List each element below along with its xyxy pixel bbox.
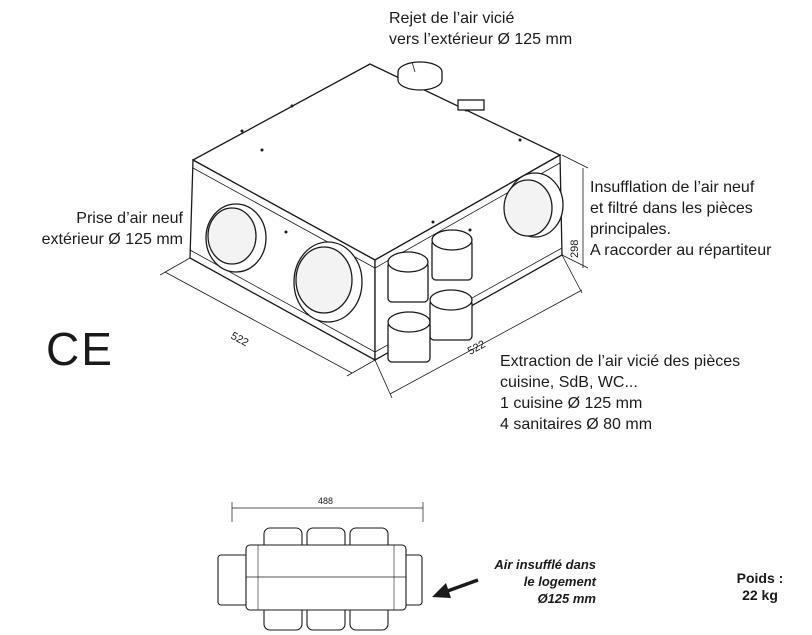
label-extraction-line: 1 cuisine Ø 125 mm: [500, 395, 643, 412]
label-extraction-line: 4 sanitaires Ø 80 mm: [500, 416, 653, 433]
label-poids-line: Poids :: [736, 570, 784, 586]
dimension-lines: [159, 154, 589, 399]
label-prise-line: Prise d’air neuf: [76, 210, 183, 227]
label-poids-line: 22 kg: [742, 587, 778, 603]
label-insufflation-line: A raccorder au répartiteur: [590, 242, 772, 259]
label-insufflation-line: et filtré dans les pièces: [590, 200, 753, 217]
arrow-icon: [432, 578, 479, 598]
label-prise-line: extérieur Ø 125 mm: [41, 231, 183, 248]
dim-depth: 522: [466, 338, 488, 357]
label-poids: Poids : 22 kg: [725, 570, 795, 604]
ce-mark: CE: [46, 323, 114, 375]
label-air-insuffle: Air insufflé dans le logement Ø125 mm: [470, 556, 596, 607]
dim-height: 298: [569, 240, 581, 258]
vmc-unit: [189, 61, 564, 363]
label-prise: Prise d’air neuf extérieur Ø 125 mm: [30, 208, 183, 250]
label-insufflation: Insufflation de l’air neuf et filtré dan…: [590, 177, 771, 261]
label-extraction-line: cuisine, SdB, WC...: [500, 374, 638, 391]
label-air-insuffle-line: le logement: [523, 574, 596, 589]
label-rejet-line: vers l’extérieur Ø 125 mm: [389, 31, 573, 48]
label-extraction: Extraction de l’air vicié des pièces cui…: [500, 351, 740, 435]
label-rejet: Rejet de l’air vicié vers l’extérieur Ø …: [389, 8, 572, 50]
distributor-drawing: [217, 502, 424, 631]
label-rejet-line: Rejet de l’air vicié: [389, 10, 515, 27]
label-extraction-line: Extraction de l’air vicié des pièces: [500, 353, 741, 370]
label-air-insuffle-line: Ø125 mm: [537, 591, 596, 606]
label-insufflation-line: principales.: [590, 221, 671, 238]
label-insufflation-line: Insufflation de l’air neuf: [590, 179, 755, 196]
dim-width: 522: [229, 330, 251, 349]
dim-distributor-length: 488: [318, 496, 333, 506]
label-air-insuffle-line: Air insufflé dans: [494, 557, 596, 572]
